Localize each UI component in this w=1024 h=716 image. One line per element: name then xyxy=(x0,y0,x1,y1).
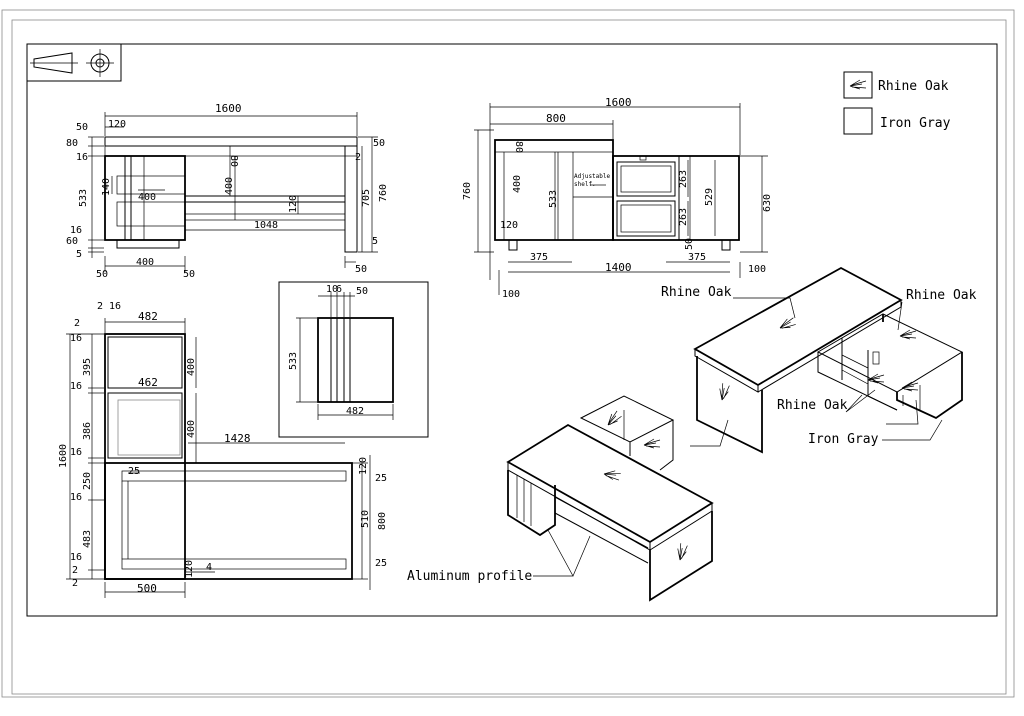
dim-705: 705 xyxy=(361,189,372,207)
dim-120: 120 xyxy=(108,119,126,130)
dim-left-60: 60 xyxy=(66,236,78,247)
dim-plan-right-25b: 25 xyxy=(375,558,387,569)
dim-plan-top-2: 2 xyxy=(97,301,103,312)
dim-400b: 400 xyxy=(138,192,156,203)
dim-credenza-1400: 1400 xyxy=(605,261,632,274)
dim-plan-400a: 400 xyxy=(186,358,197,376)
dim-140: 140 xyxy=(101,178,112,196)
inner-frame xyxy=(26,43,998,617)
plan-view: 2 16 482 2 16 395 16 462 386 16 250 16 4… xyxy=(58,301,388,598)
middle-frame xyxy=(11,19,1007,695)
dim-right-5: 5 xyxy=(372,236,378,247)
dim-plan-462: 462 xyxy=(138,376,158,389)
dim-plan-482: 482 xyxy=(138,310,158,323)
dim-credenza-100a: 100 xyxy=(502,289,520,300)
dim-right-2: 2 xyxy=(355,152,361,163)
dim-drawer-482: 482 xyxy=(346,406,364,417)
dim-plan-left-2: 2 xyxy=(74,318,80,329)
iso-label-rhine-oak-2: Rhine Oak xyxy=(906,288,977,303)
iso-label-aluminum-profile: Aluminum profile xyxy=(407,569,532,584)
iso-label-rhine-oak-3: Rhine Oak xyxy=(777,398,848,413)
dim-left-16b: 16 xyxy=(70,225,82,236)
dim-credenza-800: 800 xyxy=(546,112,566,125)
rhine-oak-swatch-icon xyxy=(843,71,873,99)
dim-credenza-50: 50 xyxy=(684,238,695,250)
dim-credenza-80: 80 xyxy=(513,141,524,153)
dim-bottom-50b: 50 xyxy=(183,269,195,280)
dim-plan-left-2c: 2 xyxy=(72,578,78,589)
dim-credenza-width: 1600 xyxy=(605,96,632,109)
iso-label-iron-gray: Iron Gray xyxy=(808,432,879,447)
dim-120b: 120 xyxy=(288,195,299,213)
isometric-view-lower: Aluminum profile xyxy=(407,395,714,602)
dim-left-80: 80 xyxy=(66,138,78,149)
dim-plan-4: 4 xyxy=(206,562,212,573)
dim-bottom-50a: 50 xyxy=(96,269,108,280)
dim-drawer-6: 6 xyxy=(336,284,342,295)
isometric-view-upper: Rhine Oak Rhine Oak Rhine Oak Iron Gray xyxy=(661,266,977,454)
dim-760: 760 xyxy=(378,184,389,202)
dim-left-50: 50 xyxy=(76,122,88,133)
dim-credenza-263a: 263 xyxy=(678,170,689,188)
wood-grain-icon xyxy=(849,79,867,90)
dim-plan-120a: 120 xyxy=(184,560,195,578)
dim-credenza-400: 400 xyxy=(512,175,523,193)
projection-symbol-icon xyxy=(26,43,122,82)
dim-plan-386: 386 xyxy=(82,422,93,440)
adjustable-shelf-note: Adjustable shelf. xyxy=(574,173,610,188)
dim-plan-1600: 1600 xyxy=(58,444,69,468)
dim-left-16: 16 xyxy=(76,152,88,163)
dim-drawer-533: 533 xyxy=(288,352,299,370)
dim-plan-left-16c: 16 xyxy=(70,447,82,458)
dim-plan-250: 250 xyxy=(82,472,93,490)
outer-frame xyxy=(1,9,1015,698)
legend: Rhine Oak Iron Gray xyxy=(843,71,951,135)
iron-gray-swatch-icon xyxy=(843,107,873,135)
dim-drawer-10: 10 xyxy=(326,284,338,295)
dim-80: 80 xyxy=(228,155,239,167)
dim-plan-right-25a: 25 xyxy=(375,473,387,484)
dim-plan-500: 500 xyxy=(137,582,157,595)
dim-plan-left-16b: 16 xyxy=(70,381,82,392)
dim-drawer-50: 50 xyxy=(356,286,368,297)
dim-credenza-100b: 100 xyxy=(748,264,766,275)
dim-credenza-263b: 263 xyxy=(678,208,689,226)
dim-plan-400b: 400 xyxy=(186,420,197,438)
credenza-front-view: 1600 800 760 80 400 533 120 Adjustable s… xyxy=(462,96,773,300)
dim-plan-25: 25 xyxy=(128,466,140,477)
legend-gray-label: Iron Gray xyxy=(880,116,951,131)
dim-plan-left-2b: 2 xyxy=(72,565,78,576)
dim-plan-120b: 120 xyxy=(358,457,369,475)
desk-front-view: 1600 120 50 80 16 533 16 60 5 80 400 104… xyxy=(66,102,389,280)
dim-credenza-529: 529 xyxy=(704,188,715,206)
dim-credenza-533: 533 xyxy=(548,190,559,208)
dim-credenza-120: 120 xyxy=(500,220,518,231)
dim-desk-width: 1600 xyxy=(215,102,242,115)
dim-533: 533 xyxy=(78,189,89,207)
dim-credenza-760: 760 xyxy=(462,182,473,200)
dim-plan-left-16d: 16 xyxy=(70,492,82,503)
drawer-detail-view: 10 6 50 533 482 xyxy=(278,281,429,438)
dim-bottom-50c: 50 xyxy=(355,264,367,275)
dim-plan-left-16a: 16 xyxy=(70,333,82,344)
dim-plan-483: 483 xyxy=(82,530,93,548)
dim-credenza-375b: 375 xyxy=(688,252,706,263)
dim-plan-left-16e: 16 xyxy=(70,552,82,563)
dim-left-5: 5 xyxy=(76,249,82,260)
dim-plan-510: 510 xyxy=(360,510,371,528)
dim-400: 400 xyxy=(224,177,235,195)
dim-plan-1428: 1428 xyxy=(224,432,251,445)
dim-right-50: 50 xyxy=(373,138,385,149)
dim-bottom-400: 400 xyxy=(136,257,154,268)
dim-credenza-630: 630 xyxy=(762,194,773,212)
iso-label-rhine-oak-1: Rhine Oak xyxy=(661,285,732,300)
dim-plan-395: 395 xyxy=(82,358,93,376)
dim-plan-top-16: 16 xyxy=(109,301,121,312)
legend-oak-label: Rhine Oak xyxy=(878,79,949,94)
dim-1048: 1048 xyxy=(254,220,278,231)
dim-plan-800: 800 xyxy=(377,512,388,530)
dim-credenza-375a: 375 xyxy=(530,252,548,263)
